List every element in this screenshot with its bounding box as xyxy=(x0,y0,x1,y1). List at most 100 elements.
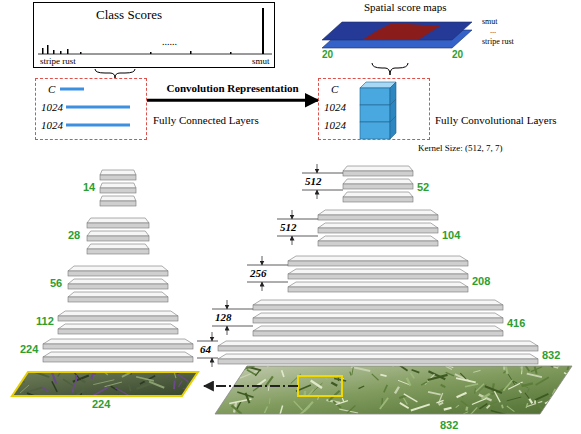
grass-blade xyxy=(411,373,415,379)
grass-blade xyxy=(519,390,521,393)
slab-front xyxy=(68,284,168,289)
grass-blade xyxy=(311,381,322,388)
slab-top xyxy=(288,282,468,287)
slab-top xyxy=(318,236,438,241)
grass-blade xyxy=(178,366,183,372)
grass-blade xyxy=(461,401,467,406)
grass-blade xyxy=(412,370,420,373)
grass-blade xyxy=(566,376,581,381)
slab-top xyxy=(68,266,168,271)
grass-blade xyxy=(73,375,89,381)
grass-blade xyxy=(218,369,230,375)
map-size: 20 xyxy=(452,50,463,60)
grass-blade xyxy=(91,368,94,379)
slab-top xyxy=(87,244,149,249)
grass-blade xyxy=(115,388,130,396)
feature-size: 56 xyxy=(50,278,62,289)
grass-blade xyxy=(456,378,476,382)
slab-front xyxy=(318,228,438,233)
conversion-arrow xyxy=(147,99,318,102)
grass-blade xyxy=(203,389,224,393)
grass-blade xyxy=(52,372,56,384)
grass-blade xyxy=(217,391,219,394)
layer-size: 1024 xyxy=(324,102,346,113)
box-caption: Fully Convolutional Layers xyxy=(435,115,557,126)
grass-blade xyxy=(264,407,267,413)
grass-blade xyxy=(93,387,108,396)
depth-line xyxy=(247,265,288,266)
grass-blade xyxy=(73,383,75,393)
grass-blade xyxy=(535,394,548,400)
slab-front xyxy=(288,274,468,279)
grass-blade xyxy=(398,364,408,371)
slab-front xyxy=(253,305,503,310)
slab-top xyxy=(87,231,149,236)
grass-blade xyxy=(193,404,212,409)
feature-size: 14 xyxy=(83,182,95,193)
fc-layers-box: C10241024Fully Connected Layers xyxy=(35,78,147,140)
grass-blade xyxy=(242,366,243,369)
depth-arrow xyxy=(292,236,293,245)
grass-blade xyxy=(479,395,492,401)
slab-front xyxy=(68,297,168,302)
grass-blade xyxy=(555,403,573,410)
grass-blade xyxy=(342,398,344,402)
grass-blade xyxy=(473,370,480,372)
grass-blade xyxy=(400,403,409,408)
grass-blade xyxy=(215,368,221,376)
grass-blade xyxy=(411,404,430,410)
grass-blade xyxy=(399,396,406,398)
slab-top xyxy=(343,192,413,197)
depth-arrow xyxy=(262,256,263,265)
slab-top xyxy=(100,170,136,175)
fc-lines xyxy=(60,89,130,125)
grass-blade xyxy=(536,377,549,385)
image-size: 832 xyxy=(440,420,458,431)
grass-blade xyxy=(255,370,260,376)
layer-size: 1024 xyxy=(324,120,346,131)
grass-blade xyxy=(217,392,223,396)
feature-size: 208 xyxy=(472,276,490,287)
grass-blade xyxy=(334,378,346,381)
grass-blade xyxy=(505,409,509,417)
grass-blade xyxy=(535,401,543,410)
grass-blade xyxy=(231,377,236,379)
grass-blade xyxy=(5,376,12,377)
depth-arrow xyxy=(212,358,213,367)
box-caption: Fully Connected Layers xyxy=(153,115,259,126)
grass-blade xyxy=(331,382,337,385)
depth-line xyxy=(302,173,343,174)
channel-depth: 256 xyxy=(250,268,267,279)
slab-front xyxy=(318,215,438,220)
grass-blade xyxy=(24,388,41,394)
grass-blade xyxy=(570,363,573,367)
grass-blade xyxy=(505,363,507,374)
grass-blade xyxy=(246,393,250,403)
slab-front xyxy=(43,344,193,349)
grass-blade xyxy=(266,376,273,386)
image-size: 224 xyxy=(92,399,110,410)
layer-size: 1024 xyxy=(41,102,63,113)
depth-line xyxy=(302,190,343,191)
slab-front xyxy=(343,197,413,202)
grass-blade xyxy=(351,415,361,417)
score-maps xyxy=(322,22,472,48)
grass-blade xyxy=(507,397,522,401)
slab-front xyxy=(318,241,438,246)
slab-top xyxy=(58,324,178,329)
feature-size: 416 xyxy=(507,318,525,329)
grass-blade xyxy=(380,375,386,377)
slab-top xyxy=(253,313,503,318)
box-title: Class Scores xyxy=(96,8,162,21)
grass-blade xyxy=(545,397,558,403)
depth-line xyxy=(247,282,288,283)
box-title: Spatial score maps xyxy=(364,2,446,13)
grass-blade xyxy=(372,374,379,380)
layer-stacks xyxy=(43,166,538,364)
depth-line xyxy=(197,341,218,342)
grass-blade xyxy=(520,383,528,388)
depth-arrow xyxy=(227,300,228,309)
grass-blade xyxy=(476,384,484,392)
